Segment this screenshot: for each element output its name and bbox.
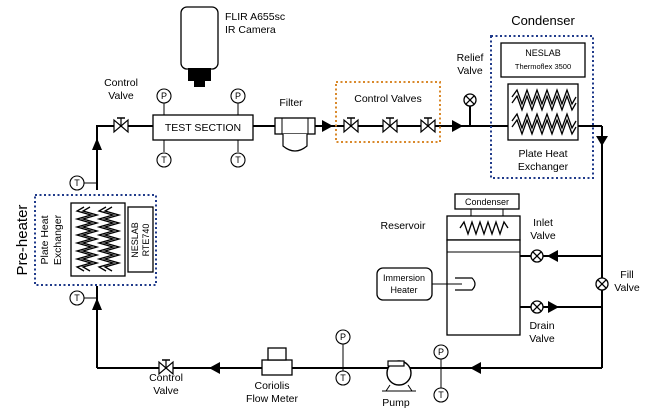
- fill-valve-label-2: Valve: [614, 282, 640, 294]
- temperature-sensor-label: T: [74, 178, 80, 188]
- inlet-valve: Inlet Valve: [530, 217, 556, 263]
- reservoir-group: Reservoir Condenser Immersion Heater: [376, 193, 521, 336]
- camera-type-label: IR Camera: [225, 24, 276, 36]
- control-valve-top-label-2: Valve: [108, 90, 134, 102]
- drain-valve-label-2: Valve: [529, 333, 555, 345]
- test-section: TEST SECTION: [152, 103, 254, 152]
- control-valves-label: Control Valves: [354, 93, 422, 105]
- coriolis-label-2: Flow Meter: [246, 393, 298, 405]
- camera-model-label: FLIR A655sc: [225, 11, 285, 23]
- relief-valve-label-2: Valve: [457, 65, 483, 77]
- filter: Filter: [274, 97, 316, 152]
- flow-arrows: [92, 120, 608, 374]
- control-valve-bottom-label-2: Valve: [153, 385, 179, 397]
- pre-heater-title: Pre-heater: [14, 205, 31, 276]
- control-valve-top-label-1: Control: [104, 77, 138, 89]
- inlet-valve-label-1: Inlet: [533, 217, 553, 229]
- temperature-sensor-label: T: [74, 293, 80, 303]
- control-valves-group: Control Valves: [335, 81, 441, 143]
- drain-valve: Drain Valve: [529, 300, 555, 345]
- reservoir-label: Reservoir: [381, 220, 426, 232]
- relief-valve: Relief Valve: [457, 52, 484, 107]
- control-valve-bottom: Control Valve: [149, 359, 183, 397]
- coriolis-label-1: Coriolis: [254, 380, 289, 392]
- fill-valve: Fill Valve: [595, 269, 640, 294]
- coriolis-flow-meter: Coriolis Flow Meter: [246, 347, 298, 405]
- test-section-sensors: P P T T: [156, 88, 246, 168]
- pressure-sensor-label: P: [438, 347, 444, 357]
- inlet-valve-label-2: Valve: [530, 230, 556, 242]
- plate-hx-right-label-1: Plate Heat: [518, 148, 567, 160]
- temperature-sensor-label: T: [235, 155, 241, 165]
- neslab-rte-label-1: NESLAB: [130, 222, 140, 258]
- neslab-thermoflex-line2: Thermoflex 3500: [515, 62, 571, 71]
- pump-label: Pump: [382, 397, 410, 409]
- test-section-label: TEST SECTION: [165, 122, 241, 134]
- condenser-title: Condenser: [511, 13, 575, 28]
- condenser-group: Condenser NESLAB Thermoflex 3500 Plate H…: [490, 13, 594, 179]
- immersion-heater-label-2: Heater: [390, 285, 417, 295]
- temperature-sensor-label: T: [161, 155, 167, 165]
- control-valve-bottom-label-1: Control: [149, 372, 183, 384]
- neslab-rte-label-2: RTE740: [141, 224, 151, 257]
- temperature-sensor-label: T: [340, 373, 346, 383]
- relief-valve-label-1: Relief: [457, 52, 484, 64]
- pressure-sensor-label: P: [340, 332, 346, 342]
- drain-valve-label-1: Drain: [529, 320, 554, 332]
- pump: Pump: [382, 360, 416, 409]
- plate-hx-left-label-2: Exchanger: [52, 214, 64, 265]
- filter-label: Filter: [279, 97, 303, 109]
- immersion-heater-label-1: Immersion: [383, 273, 425, 283]
- fill-valve-label-1: Fill: [620, 269, 633, 281]
- bottom-sensors: P T P T: [335, 329, 449, 403]
- left-temperature-sensors: T T: [69, 175, 97, 306]
- pressure-sensor-label: P: [161, 91, 167, 101]
- pre-heater-group: Pre-heater Plate Heat Exchanger NESLAB R…: [14, 194, 157, 286]
- plate-hx-left-label-1: Plate Heat: [39, 215, 51, 264]
- control-valve-top: Control Valve: [104, 77, 138, 133]
- pressure-sensor-label: P: [235, 91, 241, 101]
- temperature-sensor-label: T: [438, 390, 444, 400]
- plate-hx-right-label-2: Exchanger: [518, 161, 569, 173]
- reservoir-condenser-label: Condenser: [465, 197, 509, 207]
- ir-camera: FLIR A655sc IR Camera: [180, 6, 285, 87]
- neslab-thermoflex-line1: NESLAB: [525, 48, 561, 58]
